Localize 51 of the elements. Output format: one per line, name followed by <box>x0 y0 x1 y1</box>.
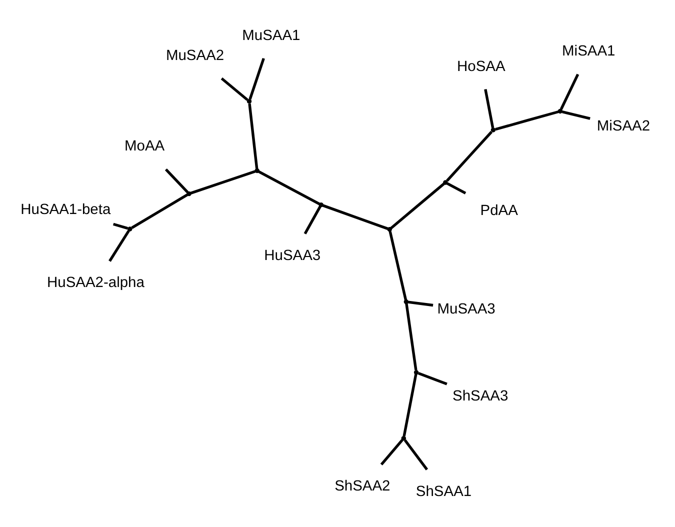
node-text: HuSAA1-beta <box>20 201 111 218</box>
connector <box>402 373 418 436</box>
connector <box>322 204 388 230</box>
connector <box>404 438 428 470</box>
node-text: HoSAA <box>457 58 506 74</box>
node-text: ShSAA2 <box>334 478 390 494</box>
node-point <box>443 180 448 184</box>
node-text: MuSAA3 <box>437 300 496 317</box>
node-point <box>246 98 252 104</box>
node-text: MiSAA2 <box>596 118 650 134</box>
node-point <box>128 226 132 231</box>
connector <box>484 88 494 128</box>
node-point <box>414 370 419 374</box>
connector <box>258 170 320 205</box>
connector <box>405 302 418 370</box>
connector <box>495 110 559 130</box>
node-text: ShSAA1 <box>416 483 472 500</box>
connector <box>446 182 466 194</box>
node-text: HuSAA3 <box>264 248 321 264</box>
node-point <box>387 226 392 232</box>
connector <box>408 300 434 306</box>
connector <box>304 205 322 234</box>
node-point <box>558 108 563 114</box>
connector <box>190 170 256 194</box>
node-point <box>254 168 260 173</box>
node-point <box>186 190 192 196</box>
connector <box>380 438 404 465</box>
node-text: HuSAA2-alpha <box>47 274 144 291</box>
connector <box>248 103 258 169</box>
node-text: MiSAA1 <box>562 43 616 60</box>
connector <box>112 222 128 230</box>
connector <box>418 371 448 385</box>
connector <box>248 57 265 100</box>
connector <box>131 193 188 228</box>
node-text: MuSAA1 <box>242 27 300 44</box>
node-point <box>401 435 406 440</box>
connector <box>108 230 130 262</box>
node-text: ShSAA3 <box>452 388 508 404</box>
node-text: PdAA <box>480 202 518 218</box>
connector <box>446 130 493 182</box>
node-point <box>490 127 496 132</box>
node-point <box>318 202 324 207</box>
connector <box>220 76 248 100</box>
node-text: MoAA <box>124 138 165 154</box>
node-point <box>404 298 409 304</box>
node-text: MuSAA2 <box>166 48 224 64</box>
connector <box>390 182 445 229</box>
connector <box>164 168 189 193</box>
connector <box>562 110 590 120</box>
connector <box>388 230 408 300</box>
connector <box>560 73 580 110</box>
